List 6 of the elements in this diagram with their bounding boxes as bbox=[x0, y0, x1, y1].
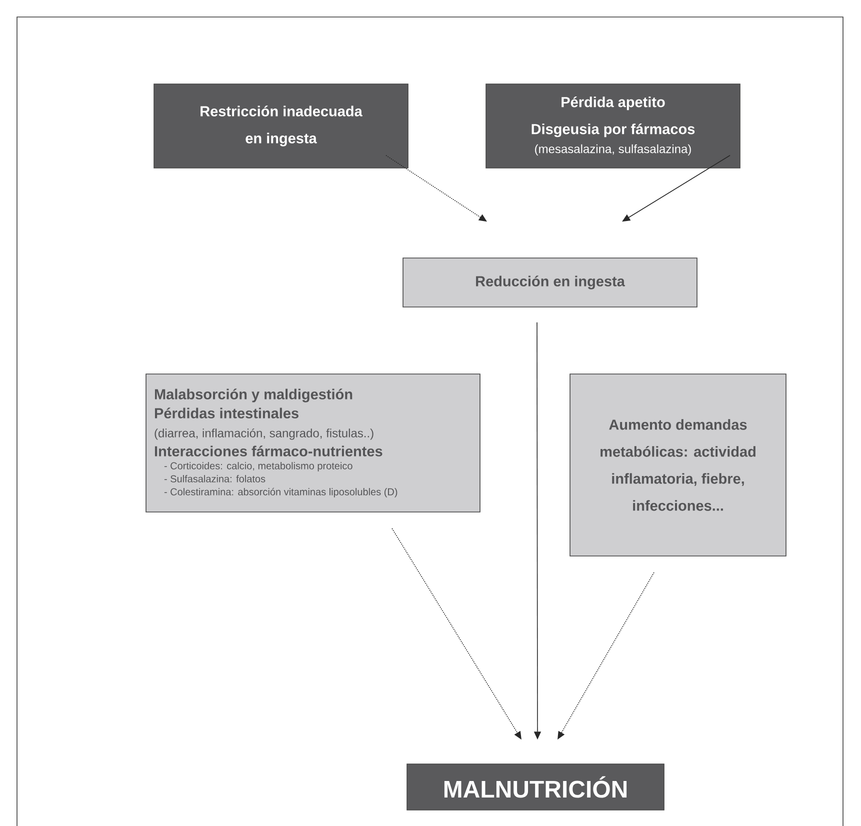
text-box: Restricción inadecuada en ingesta bbox=[154, 84, 408, 168]
text-box: Reducción en ingesta bbox=[402, 258, 698, 308]
title-box: MALNUTRICIÓN bbox=[406, 764, 664, 810]
text-box: Aumento demandas metabólicas: actividad inflamatoria, fiebre, infecciones... bbox=[570, 374, 786, 556]
text-box: Malabsorción y maldigestión Pérdidas intestinales (diarrea, inflamación, sangrado, fistulas..) Interacciones fármaco-nutrientes - Corticoides: calcio, metabolismo proteico - Sulfasalazina: folatos - Colestiramina: absorción vitaminas liposolubles (D) bbox=[146, 374, 480, 512]
text-box: Pérdida apetito Disgeusia por fármacos (mesasalazina, sulfasalazina) bbox=[486, 84, 740, 168]
